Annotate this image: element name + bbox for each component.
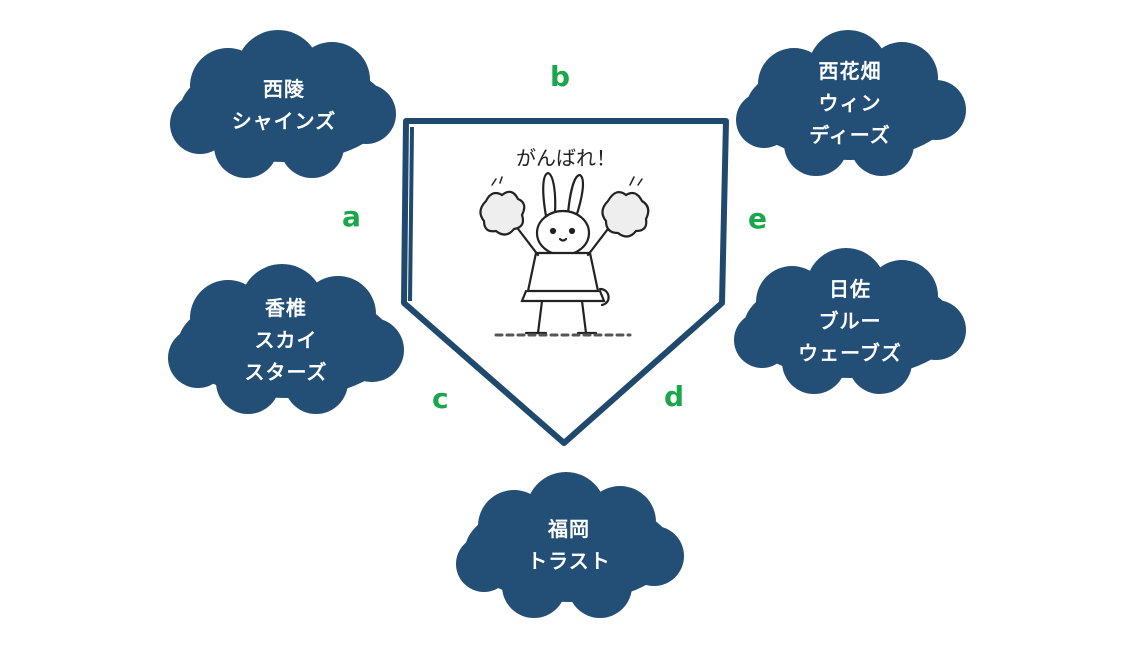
home-plate: がんばれ！ [401, 118, 729, 446]
cheering-rabbit-illustration: がんばれ！ [479, 146, 650, 337]
team-name-line: トラスト [527, 549, 611, 573]
team-cloud-osa: 日佐 ブルー ウェーブズ [730, 246, 970, 396]
team-name-line: 日佐 [829, 277, 871, 301]
team-name-line: スカイ [254, 328, 318, 352]
team-name-line: ディーズ [809, 123, 891, 147]
team-cloud-kashii: 香椎 スカイ スターズ [164, 262, 408, 418]
cloud-shape [168, 264, 404, 414]
cloud-shape [456, 472, 684, 618]
team-cloud-seiryo: 西陵 シャインズ [166, 28, 402, 182]
team-name-line: 西陵 [263, 77, 305, 101]
team-name-line: 西花畑 [818, 59, 882, 83]
team-cloud-nishihanabatake: 西花畑 ウィン ディーズ [732, 28, 968, 178]
cloud-shape [734, 248, 966, 394]
cloud-shape [170, 30, 396, 178]
team-name-line: スターズ [244, 360, 328, 384]
label-a: a [342, 200, 361, 233]
team-name-line: シャインズ [231, 109, 337, 133]
team-name-line: 香椎 [265, 296, 307, 320]
label-c: c [432, 382, 449, 415]
team-name-line: ウィン [818, 91, 882, 115]
label-d: d [664, 380, 685, 413]
team-name-line: ウェーブズ [798, 341, 902, 365]
team-name-line: 福岡 [548, 517, 590, 541]
label-b: b [550, 60, 571, 93]
cheer-caption: がんばれ！ [516, 146, 616, 170]
cloud-shape [736, 30, 966, 176]
team-cloud-fukuoka: 福岡 トラスト [452, 470, 686, 620]
label-e: e [748, 202, 767, 235]
team-name-line: ブルー [818, 309, 882, 333]
